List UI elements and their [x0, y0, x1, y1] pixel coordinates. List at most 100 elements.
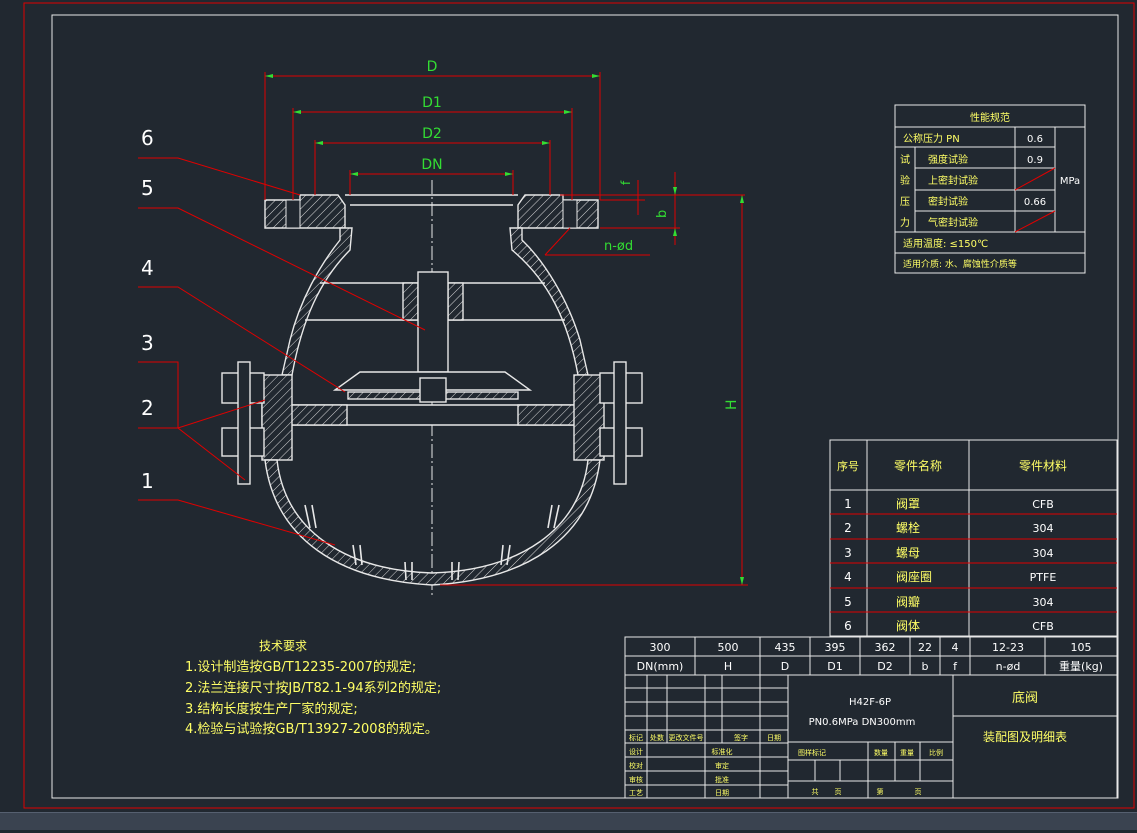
perf-pn-label: 公称压力 PN [903, 132, 960, 145]
body-flange-left [261, 374, 293, 461]
part-material: CFB [1032, 620, 1054, 633]
valve-stem [417, 271, 449, 373]
sign-label: 批准 [715, 775, 729, 784]
bolt-left [237, 361, 251, 485]
stage-header: 数量 [874, 748, 888, 757]
stage-header: 重量 [900, 749, 914, 757]
valve-cover [264, 459, 601, 586]
product-spec: PN0.6MPa DN300mm [809, 717, 916, 728]
bolt-hole-right [562, 199, 578, 229]
stage-header: 图样标记 [798, 748, 826, 757]
part-leaders [138, 157, 426, 546]
sheet-label: 页 [915, 788, 922, 796]
rev-header: 日期 [767, 734, 781, 742]
part-name: 螺栓 [896, 520, 920, 535]
leader-5: 5 [141, 176, 154, 200]
flange-left [264, 194, 346, 229]
perf-test-2: 上密封试验 [928, 174, 978, 187]
sign-label: 设计 [629, 747, 643, 756]
perf-char-1: 试 [900, 153, 910, 166]
part-no: 1 [844, 497, 852, 511]
leader-1: 1 [141, 469, 154, 493]
seat-right [517, 404, 584, 426]
flange-right [517, 194, 599, 229]
guide-boss-right [447, 282, 464, 321]
dim-value: 22 [918, 641, 932, 654]
dim-header: D2 [877, 660, 892, 673]
part-material: PTFE [1030, 571, 1057, 584]
dim-value: 395 [825, 641, 846, 654]
dim-label-d2: D2 [422, 126, 442, 142]
dim-value: 500 [718, 641, 739, 654]
sign-label: 审核 [629, 775, 643, 784]
product-model: H42F-6P [849, 697, 891, 708]
part-name: 阀瓣 [896, 595, 920, 609]
dim-value: 12-23 [992, 641, 1024, 654]
sheet-label: 页 [835, 788, 842, 796]
perf-char-3: 压 [900, 196, 910, 208]
leader-4: 4 [141, 256, 154, 280]
performance-table [894, 104, 1086, 274]
body-upper-left [281, 227, 353, 376]
perf-test-1: 强度试验 [928, 153, 968, 166]
part-no: 3 [844, 546, 852, 560]
perf-temp: 适用温度: ≤150℃ [903, 237, 988, 250]
sign-label: 审定 [715, 761, 729, 770]
part-no: 5 [844, 595, 852, 609]
dimensions-table [624, 636, 1118, 676]
dim-value: 300 [650, 641, 671, 654]
stage-header: 比例 [929, 748, 943, 757]
dim-header: DN(mm) [637, 660, 684, 673]
perf-value-3: 0.66 [1024, 197, 1046, 208]
perf-value-1: 0.9 [1027, 155, 1043, 166]
leader-3: 3 [141, 331, 154, 355]
dim-header: D1 [827, 660, 842, 673]
sign-label: 日期 [715, 789, 729, 797]
product-name: 底阀 [1012, 690, 1038, 706]
dim-label-d1: D1 [422, 95, 442, 111]
bolt-hole-left [285, 199, 301, 229]
part-no: 4 [844, 570, 852, 584]
perf-char-4: 力 [900, 216, 910, 229]
dim-value: 362 [875, 641, 896, 654]
tech-item: 4.检验与试验按GB/T13927-2008的规定。 [185, 721, 438, 737]
sheet-label: 共 [812, 787, 819, 796]
rev-header: 更改文件号 [669, 733, 704, 742]
tech-item: 3.结构长度按生产厂家的规定; [185, 701, 358, 717]
sign-label: 校对 [629, 761, 643, 770]
part-name: 阀座圈 [896, 569, 932, 584]
part-name: 阀体 [896, 619, 920, 633]
sign-label: 标准化 [712, 747, 733, 756]
rev-header: 处数 [650, 733, 664, 742]
inner-border [51, 14, 1119, 799]
parts-header-name: 零件名称 [894, 458, 942, 473]
leader-6: 6 [141, 126, 154, 150]
status-bar [0, 812, 1137, 830]
dim-value: 4 [952, 641, 959, 654]
dim-header: H [724, 660, 732, 673]
parts-table [829, 439, 1118, 637]
guide-boss-left [402, 282, 419, 321]
dim-label-dn: DN [421, 157, 442, 173]
perf-char-2: 验 [900, 174, 910, 187]
sheet-label: 第 [877, 787, 884, 796]
part-material: 304 [1033, 596, 1054, 609]
dim-header: 重量(kg) [1059, 659, 1103, 673]
part-name: 阀罩 [896, 497, 920, 511]
sign-label: 工艺 [629, 789, 643, 797]
perf-test-3: 密封试验 [928, 195, 968, 208]
perf-title: 性能规范 [970, 111, 1010, 124]
dim-label-f: f [619, 180, 633, 185]
rev-header: 签字 [734, 733, 748, 742]
part-no: 2 [844, 521, 852, 535]
dim-header: D [781, 660, 789, 673]
dim-label-b: b [655, 210, 670, 218]
dim-value: 435 [775, 641, 796, 654]
part-material: CFB [1032, 498, 1054, 511]
dim-label-h: H [724, 399, 740, 410]
perf-pn-value: 0.6 [1027, 134, 1043, 145]
tech-title: 技术要求 [259, 639, 307, 653]
part-material: 304 [1033, 522, 1054, 535]
